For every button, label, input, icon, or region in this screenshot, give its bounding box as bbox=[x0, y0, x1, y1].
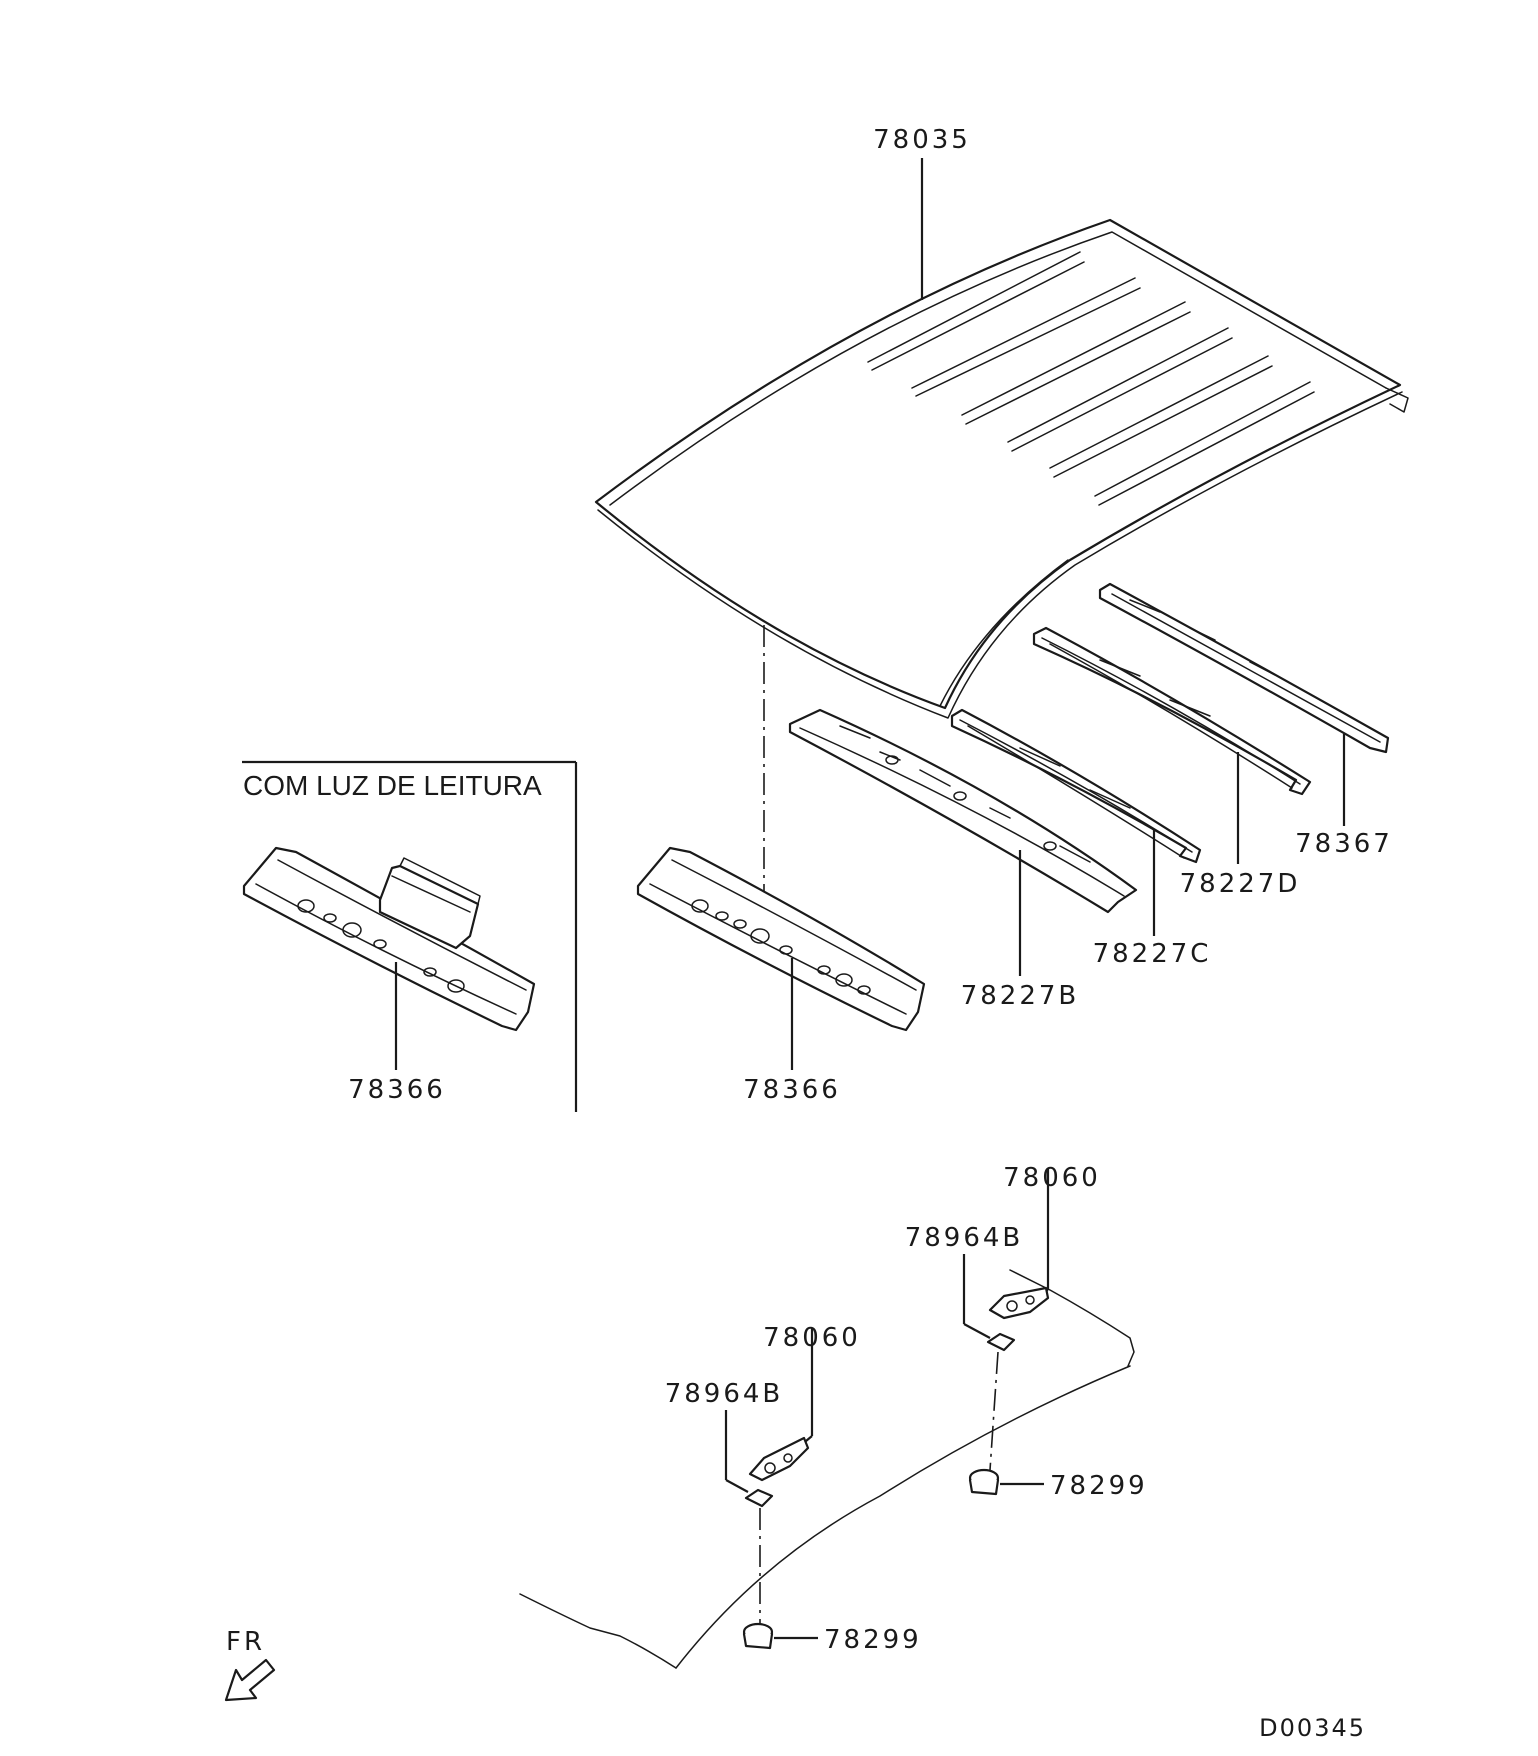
clip-left[interactable] bbox=[748, 1436, 810, 1482]
pad-right[interactable] bbox=[986, 1332, 1016, 1352]
bow-b[interactable] bbox=[788, 708, 1138, 914]
clip-right[interactable] bbox=[988, 1286, 1050, 1320]
variant-box bbox=[242, 760, 578, 1112]
fastener-left[interactable] bbox=[742, 1622, 774, 1650]
header-holes bbox=[691, 899, 871, 995]
variant-note: COM LUZ DE LEITURA bbox=[243, 770, 542, 801]
label-roof-panel: 78035 bbox=[873, 125, 971, 155]
direction-label: FR bbox=[226, 1627, 265, 1657]
diagram-code: D00345 bbox=[1259, 1714, 1366, 1742]
fastener-right[interactable] bbox=[968, 1468, 1000, 1496]
label-fastener-left: 78299 bbox=[824, 1625, 922, 1655]
front-header[interactable] bbox=[636, 846, 926, 1032]
label-clip-right: 78060 bbox=[1003, 1163, 1101, 1193]
front-header-reading-light[interactable] bbox=[242, 846, 536, 1032]
label-pad-right: 78964B bbox=[905, 1223, 1024, 1253]
rear-rail[interactable] bbox=[1098, 582, 1390, 754]
bow-d[interactable] bbox=[1032, 626, 1312, 796]
label-bow-c: 78227C bbox=[1093, 939, 1212, 969]
label-front-header: 78366 bbox=[743, 1075, 841, 1105]
front-direction-arrow-icon bbox=[224, 1658, 276, 1702]
headliner-edge bbox=[519, 1269, 1135, 1669]
roof-panel[interactable] bbox=[594, 218, 1409, 719]
bow-c[interactable] bbox=[950, 708, 1202, 864]
label-clip-left: 78060 bbox=[763, 1323, 861, 1353]
pad-left[interactable] bbox=[744, 1488, 774, 1508]
label-bow-b: 78227B bbox=[961, 981, 1080, 1011]
label-front-header-reading-light: 78366 bbox=[348, 1075, 446, 1105]
label-fastener-right: 78299 bbox=[1050, 1471, 1148, 1501]
label-pad-left: 78964B bbox=[665, 1379, 784, 1409]
roof-ribs bbox=[867, 251, 1315, 506]
label-rear-rail: 78367 bbox=[1295, 829, 1393, 859]
label-bow-d: 78227D bbox=[1180, 869, 1301, 899]
